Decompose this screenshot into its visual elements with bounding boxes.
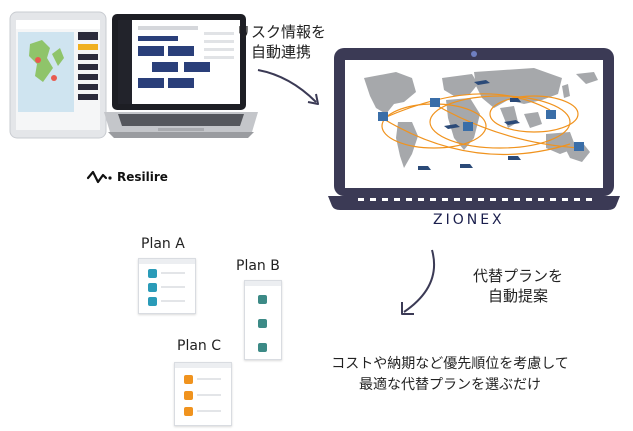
selection-caption: コストや納期など優先順位を考慮して 最適な代替プランを選ぶだけ (300, 354, 600, 396)
alt-plan-label-line1: 代替プランを (472, 267, 563, 285)
resilire-devices-illustration (9, 11, 258, 139)
plan-a-card[interactable] (138, 258, 196, 314)
plan-c-item (184, 391, 193, 400)
plan-c-item (184, 407, 193, 416)
plan-b-card[interactable] (244, 280, 282, 360)
plan-a-title: Plan A (141, 236, 185, 252)
plan-c-card[interactable] (174, 362, 232, 426)
resilire-brand-name: Resilire (117, 170, 168, 184)
selection-caption-line2: 最適な代替プランを選ぶだけ (359, 377, 541, 393)
risk-info-label: リスク情報を 自動連携 (233, 22, 329, 62)
alt-plan-label-line2: 自動提案 (487, 287, 548, 305)
zionex-laptop-illustration (328, 48, 620, 210)
zionex-brand-name: ZIONEX (433, 212, 505, 228)
plan-c-title: Plan C (177, 338, 222, 354)
resilire-logo-icon (86, 170, 112, 184)
risk-info-label-line2: 自動連携 (250, 43, 311, 61)
plan-a-item (148, 283, 157, 292)
plan-c-item (184, 375, 193, 384)
plan-b-title: Plan B (236, 258, 280, 274)
auto-link-arrow-icon (257, 69, 319, 105)
plan-b-item (258, 343, 267, 352)
risk-info-label-line1: リスク情報を (235, 23, 326, 41)
plan-b-item (258, 295, 267, 304)
plan-a-item (148, 269, 157, 278)
selection-caption-line1: コストや納期など優先順位を考慮して (331, 356, 569, 372)
auto-propose-arrow-icon (401, 249, 436, 315)
alt-plan-label: 代替プランを 自動提案 (468, 266, 568, 306)
plan-b-item (258, 319, 267, 328)
plan-a-item (148, 297, 157, 306)
